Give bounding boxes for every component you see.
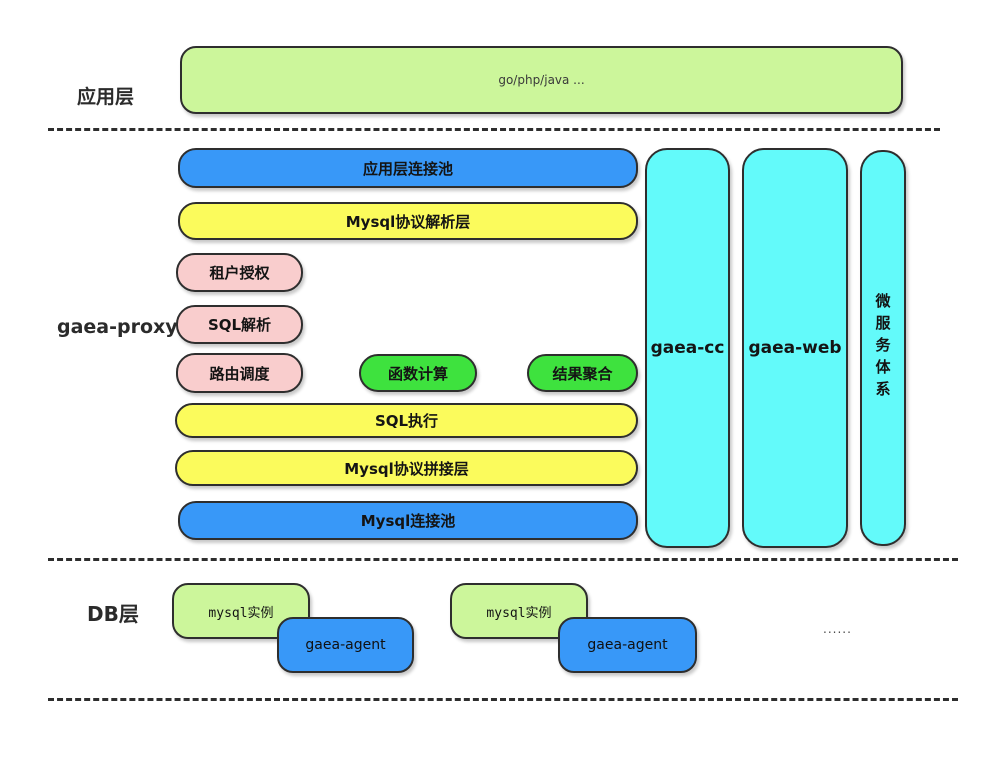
sql-execute-bar: SQL执行 bbox=[175, 403, 638, 438]
mysql-protocol-parse-bar: Mysql协议解析层 bbox=[178, 202, 638, 240]
separator-bottom bbox=[48, 698, 958, 701]
tenant-auth-chip: 租户授权 bbox=[176, 253, 303, 292]
func-compute-chip: 函数计算 bbox=[359, 354, 477, 392]
mysql-conn-pool-bar: Mysql连接池 bbox=[178, 501, 638, 540]
mysql-protocol-join-bar: Mysql协议拼接层 bbox=[175, 450, 638, 486]
db-ellipsis: ...... bbox=[823, 622, 852, 636]
gaea-proxy-section-label: gaea-proxy bbox=[57, 316, 178, 338]
db-layer-section-label: DB层 bbox=[87, 602, 139, 626]
result-aggregate-chip: 结果聚合 bbox=[527, 354, 638, 392]
separator-app-proxy bbox=[48, 128, 940, 131]
app-runtime-box: go/php/java ... bbox=[180, 46, 903, 114]
mysql-instance-box: mysql实例 bbox=[172, 583, 310, 639]
sql-parse-chip: SQL解析 bbox=[176, 305, 303, 344]
gaea-cc-column: gaea-cc bbox=[645, 148, 730, 548]
gaea-agent-box: gaea-agent bbox=[277, 617, 414, 673]
gaea-agent-box: gaea-agent bbox=[558, 617, 697, 673]
gaea-web-column: gaea-web bbox=[742, 148, 848, 548]
app-layer-section-label: 应用层 bbox=[77, 86, 135, 108]
route-dispatch-chip: 路由调度 bbox=[176, 353, 303, 393]
microservice-system-column: 微服务体系 bbox=[860, 150, 906, 546]
separator-proxy-db bbox=[48, 558, 958, 561]
app-conn-pool-bar: 应用层连接池 bbox=[178, 148, 638, 188]
